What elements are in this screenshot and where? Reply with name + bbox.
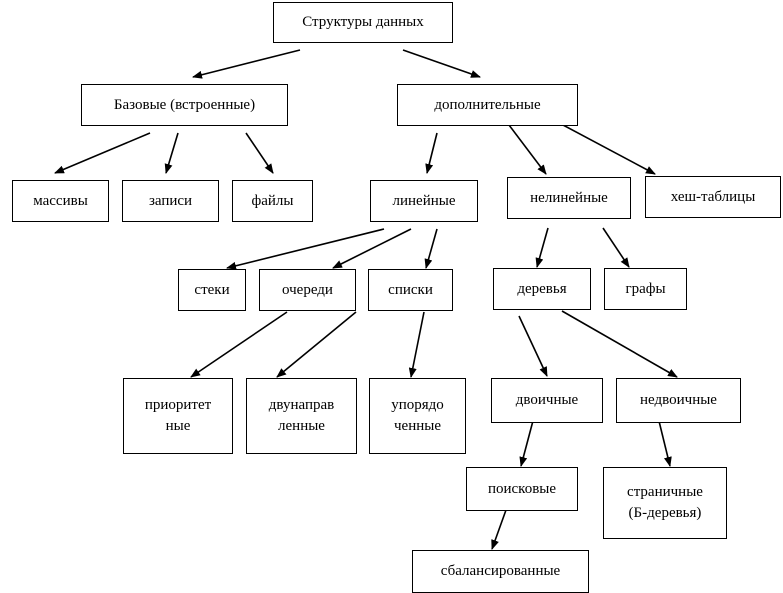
edge-nonlinear-to-graphs <box>602 227 630 268</box>
node-nonlinear-label: нелинейные <box>530 189 608 206</box>
edge-trees-to-binary <box>518 315 548 377</box>
node-graphs: графы <box>604 268 687 310</box>
edge-root-to-base <box>192 49 301 79</box>
node-files: файлы <box>232 180 313 222</box>
edge-extra-to-nonlinear <box>508 124 547 175</box>
node-paged-label: страничные (Б-деревья) <box>627 484 703 521</box>
edge-linear-to-queues <box>332 228 412 269</box>
node-hash: хеш-таблицы <box>645 176 781 218</box>
node-paged: страничные (Б-деревья) <box>603 467 727 539</box>
node-records-label: записи <box>148 192 193 209</box>
node-files-label: файлы <box>251 192 294 209</box>
node-ordered: упорядо ченные <box>369 378 466 454</box>
edge-linear-to-stacks <box>226 228 385 270</box>
node-priority: приоритет ные <box>123 378 233 454</box>
node-nonbinary-label: недвоичные <box>640 392 717 408</box>
node-base: Базовые (встроенные) <box>81 84 288 126</box>
edge-binary-to-search <box>519 416 535 467</box>
node-nonlinear: нелинейные <box>507 177 631 219</box>
edge-trees-to-nonbinary <box>561 310 678 378</box>
node-queues-label: очереди <box>282 281 333 298</box>
edge-root-to-extra <box>402 49 481 78</box>
node-extra-label: дополнительные <box>434 96 541 113</box>
node-nonbinary: недвоичные <box>616 378 741 423</box>
node-arrays: массивы <box>12 180 109 222</box>
node-search-label: поисковые <box>487 480 557 497</box>
edge-lists-to-ordered <box>408 311 425 378</box>
node-ordered-label: упорядо ченные <box>391 397 444 434</box>
node-priority-label: приоритет ные <box>144 397 212 434</box>
node-linear-label: линейные <box>392 192 456 209</box>
node-balanced: сбалансированные <box>412 550 589 593</box>
edge-linear-to-lists <box>424 228 438 269</box>
edge-base-to-records <box>164 132 179 174</box>
node-binary: двоичные <box>491 378 603 423</box>
node-trees: деревья <box>493 268 591 310</box>
node-lists-label: списки <box>388 281 433 298</box>
node-lists: списки <box>368 269 453 311</box>
node-base-label: Базовые (встроенные) <box>113 96 256 113</box>
node-trees-label: деревья <box>517 280 567 297</box>
node-arrays-label: массивы <box>33 192 88 209</box>
edge-nonlinear-to-trees <box>535 227 549 268</box>
edge-queues-to-double <box>276 311 357 378</box>
node-queues: очереди <box>259 269 356 311</box>
node-double: двунаправ ленные <box>246 378 357 454</box>
node-search: поисковые <box>466 467 578 511</box>
node-balanced-label: сбалансированные <box>440 563 561 579</box>
edge-base-to-files <box>245 132 274 174</box>
node-linear: линейные <box>370 180 478 222</box>
node-records: записи <box>122 180 219 222</box>
edge-extra-to-hash <box>562 124 656 175</box>
node-double-label: двунаправ ленные <box>268 397 335 434</box>
edge-search-to-balanced <box>491 509 507 550</box>
node-hash-label: хеш-таблицы <box>670 188 756 205</box>
node-extra: дополнительные <box>397 84 578 126</box>
node-graphs-label: графы <box>625 280 666 297</box>
node-root-label: Структуры данных <box>302 14 424 30</box>
node-stacks-label: стеки <box>194 281 230 298</box>
edge-nonbinary-to-paged <box>657 416 672 467</box>
edge-base-to-arrays <box>54 132 151 174</box>
node-binary-label: двоичные <box>515 392 579 408</box>
node-root: Структуры данных <box>273 2 453 43</box>
node-stacks: стеки <box>178 269 246 311</box>
edge-extra-to-linear <box>425 132 438 174</box>
edge-queues-to-priority <box>190 311 288 378</box>
